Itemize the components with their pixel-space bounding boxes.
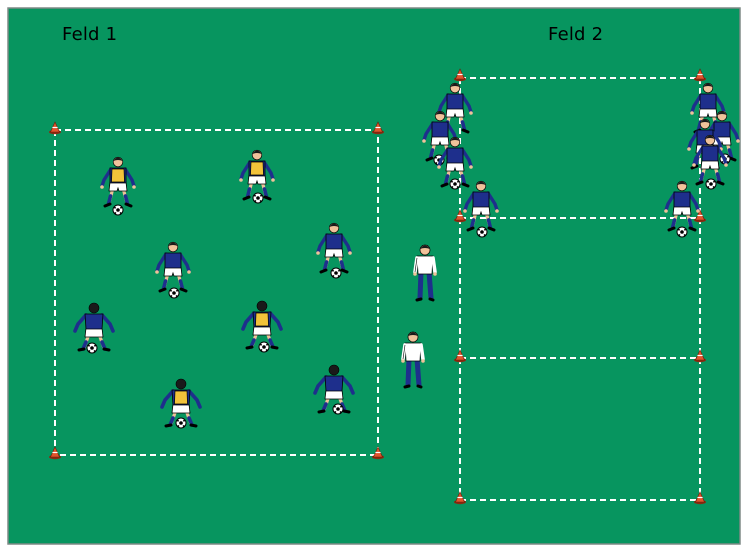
- pitch-grass: [8, 8, 740, 544]
- feld2-label: Feld 2: [548, 24, 603, 45]
- feld1-label: Feld 1: [62, 24, 117, 45]
